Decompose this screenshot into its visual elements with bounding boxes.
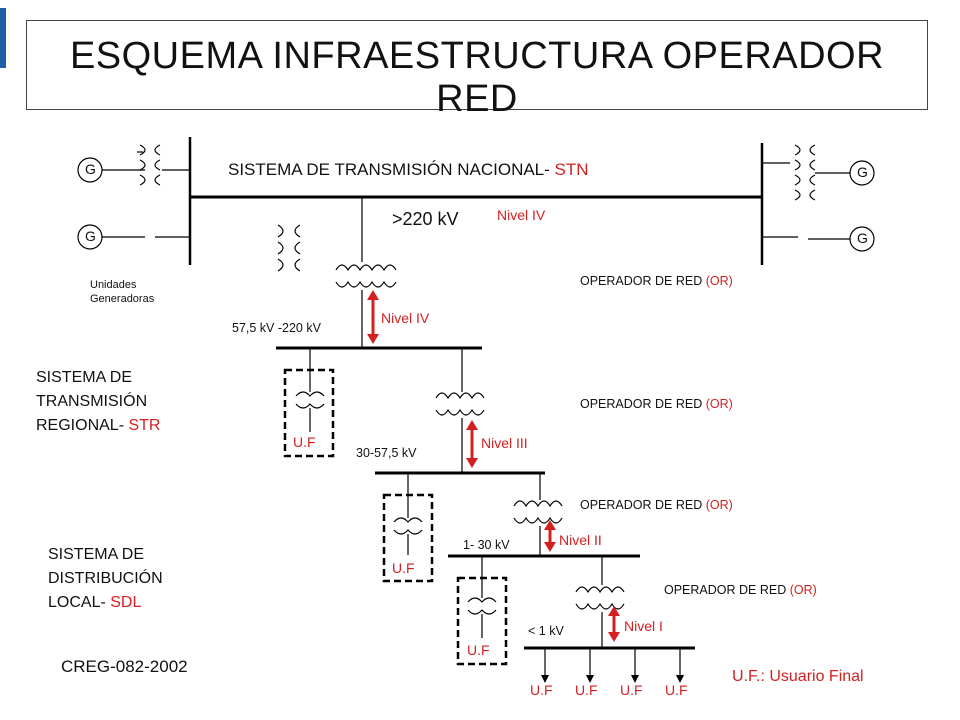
level-nivel: Nivel III (481, 435, 528, 451)
level-voltage: < 1 kV (528, 624, 564, 638)
end-user-label: U.F (665, 682, 688, 698)
level-nivel: Nivel I (624, 618, 663, 634)
end-user-label: U.F (620, 682, 643, 698)
transformer-icon (794, 144, 816, 201)
transformer-icon (277, 224, 301, 272)
level-nivel: Nivel IV (381, 310, 430, 326)
transformer-icon (335, 264, 397, 288)
operator-label: OPERADOR DE RED (OR) (580, 397, 733, 411)
end-user-box (283, 368, 335, 458)
end-user-label: U.F (392, 560, 415, 576)
end-user-label: U.F (575, 682, 598, 698)
title-box: ESQUEMA INFRAESTRUCTURA OPERADOR RED (26, 20, 928, 120)
generator-label: G (85, 228, 96, 244)
generator-label: G (85, 161, 96, 177)
operator-label: OPERADOR DE RED (OR) (580, 274, 733, 288)
operator-label: OPERADOR DE RED (OR) (580, 498, 733, 512)
str-label: SISTEMA DE TRANSMISIÓN REGIONAL- STR (36, 369, 161, 434)
sdl-label: SISTEMA DE DISTRIBUCIÓN LOCAL- SDL (48, 546, 163, 611)
reference-text: CREG-082-2002 (61, 657, 188, 676)
page-title: ESQUEMA INFRAESTRUCTURA OPERADOR RED (69, 35, 885, 120)
legend-text: U.F.: Usuario Final (732, 668, 864, 685)
level-nivel: Nivel II (559, 532, 602, 548)
level-voltage: 57,5 kV -220 kV (232, 321, 321, 335)
slide-accent-bar (0, 8, 6, 68)
transformer-icon (513, 500, 563, 524)
transformer-icon (137, 144, 161, 186)
generators-caption: Unidades Generadoras (90, 279, 155, 305)
end-user-label: U.F (530, 682, 553, 698)
level-voltage: 1- 30 kV (463, 538, 510, 552)
generator-label: G (857, 230, 868, 246)
transformer-icon (435, 392, 485, 416)
level-voltage: 30-57,5 kV (356, 446, 417, 460)
stn-title: SISTEMA DE TRANSMISIÓN NACIONAL- STN (228, 160, 589, 179)
end-user-label: U.F (467, 642, 490, 658)
operator-label: OPERADOR DE RED (OR) (664, 583, 817, 597)
stn-voltage: >220 kV (392, 209, 459, 229)
generator-label: G (857, 164, 868, 180)
transformer-icon (575, 586, 625, 610)
end-user-label: U.F (293, 434, 316, 450)
stn-level: Nivel IV (497, 207, 546, 223)
